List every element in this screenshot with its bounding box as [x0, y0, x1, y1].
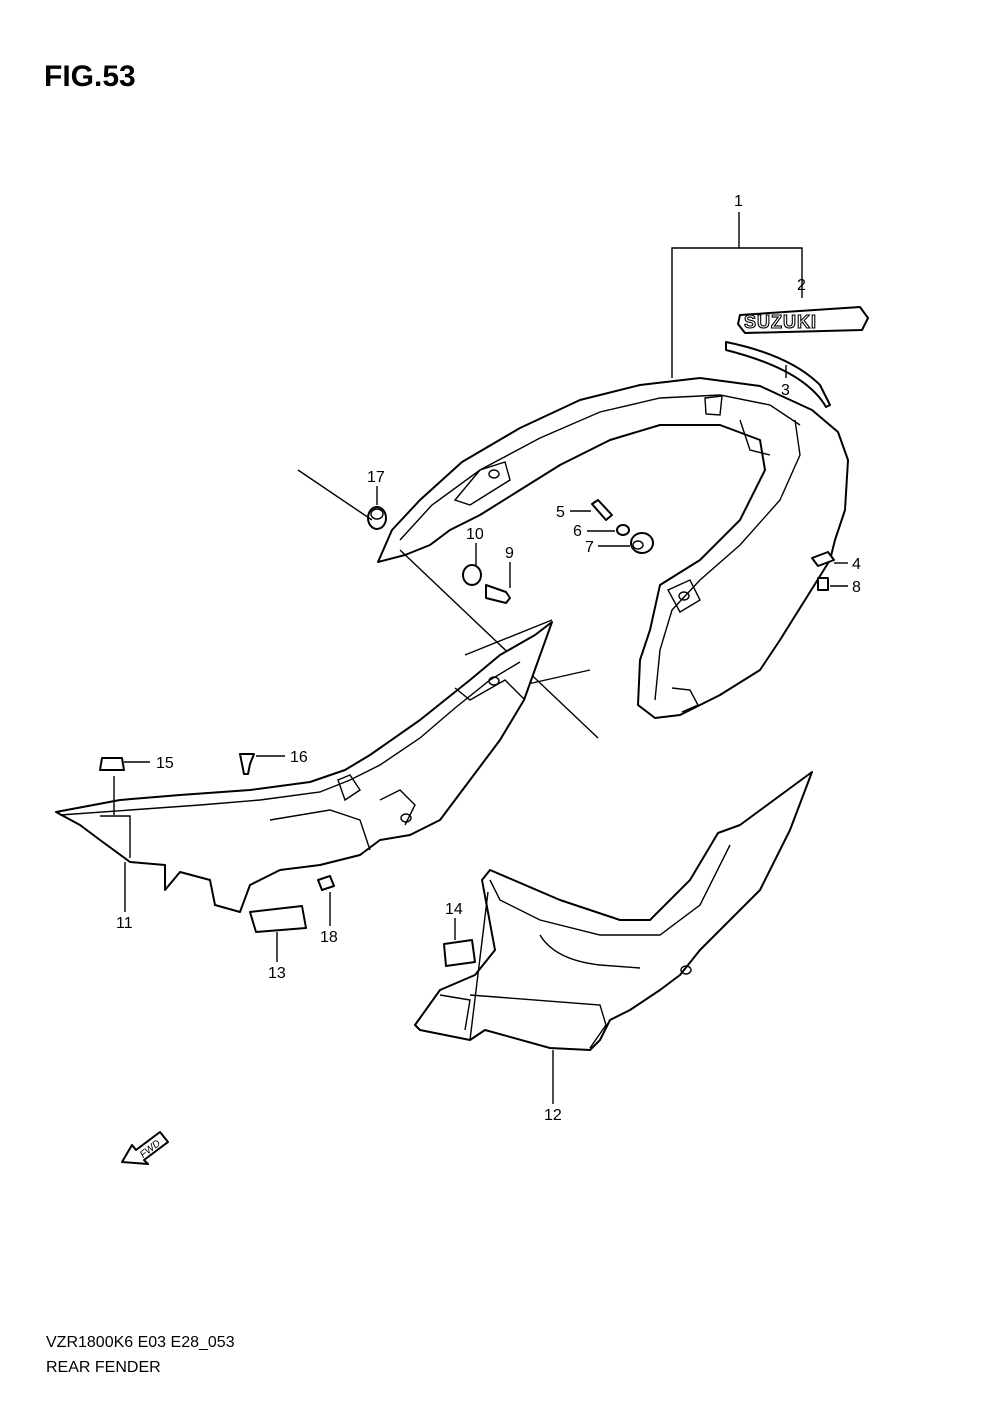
- emblem-text: SUZUKI: [744, 312, 817, 332]
- part-17-grommet[interactable]: [367, 506, 387, 530]
- callout-10: 10: [466, 526, 484, 543]
- callout-6: 6: [573, 523, 582, 540]
- part-1-rear-fender-cowl[interactable]: [377, 377, 849, 719]
- callout-15: 15: [156, 755, 174, 772]
- callout-16: 16: [290, 749, 308, 766]
- callout-8: 8: [852, 579, 861, 596]
- callout-2: 2: [797, 277, 806, 294]
- callout-7: 7: [585, 539, 594, 556]
- part-13-reflector[interactable]: [249, 905, 307, 933]
- model-code: VZR1800K6 E03 E28_053: [46, 1334, 235, 1351]
- callout-5: 5: [556, 504, 565, 521]
- part-18-screw[interactable]: [317, 875, 335, 891]
- callout-4: 4: [852, 556, 861, 573]
- part-2-suzuki-emblem[interactable]: SUZUKI: [737, 306, 869, 334]
- part-10-cushion[interactable]: [462, 564, 482, 586]
- callout-13: 13: [268, 965, 286, 982]
- part-8-screw[interactable]: [817, 577, 829, 591]
- part-7-cushion[interactable]: [630, 532, 654, 554]
- callout-9: 9: [505, 545, 514, 562]
- section-name: REAR FENDER: [46, 1359, 161, 1376]
- figure-title: FIG.53: [44, 60, 136, 93]
- part-14-reflector[interactable]: [443, 939, 476, 967]
- callout-14: 14: [445, 901, 463, 918]
- part-9-bolt[interactable]: [485, 584, 511, 604]
- part-3-stripe[interactable]: [725, 341, 831, 408]
- part-11-rear-fender-lower[interactable]: [55, 621, 553, 913]
- callout-3: 3: [781, 382, 790, 399]
- part-6-collar[interactable]: [616, 524, 630, 536]
- callout-17: 17: [367, 469, 385, 486]
- callout-11: 11: [116, 915, 133, 932]
- callout-1-bracket: [671, 212, 803, 378]
- part-4-nut[interactable]: [811, 551, 835, 567]
- part-15-grommet[interactable]: [99, 757, 125, 771]
- fwd-arrow-icon: FWD: [121, 1131, 169, 1165]
- callout-12: 12: [544, 1107, 562, 1124]
- callout-18: 18: [320, 929, 338, 946]
- part-16-clip[interactable]: [239, 753, 255, 775]
- part-12-side-cover[interactable]: [414, 771, 813, 1051]
- callout-1: 1: [734, 193, 743, 210]
- part-5-bolt[interactable]: [591, 499, 613, 521]
